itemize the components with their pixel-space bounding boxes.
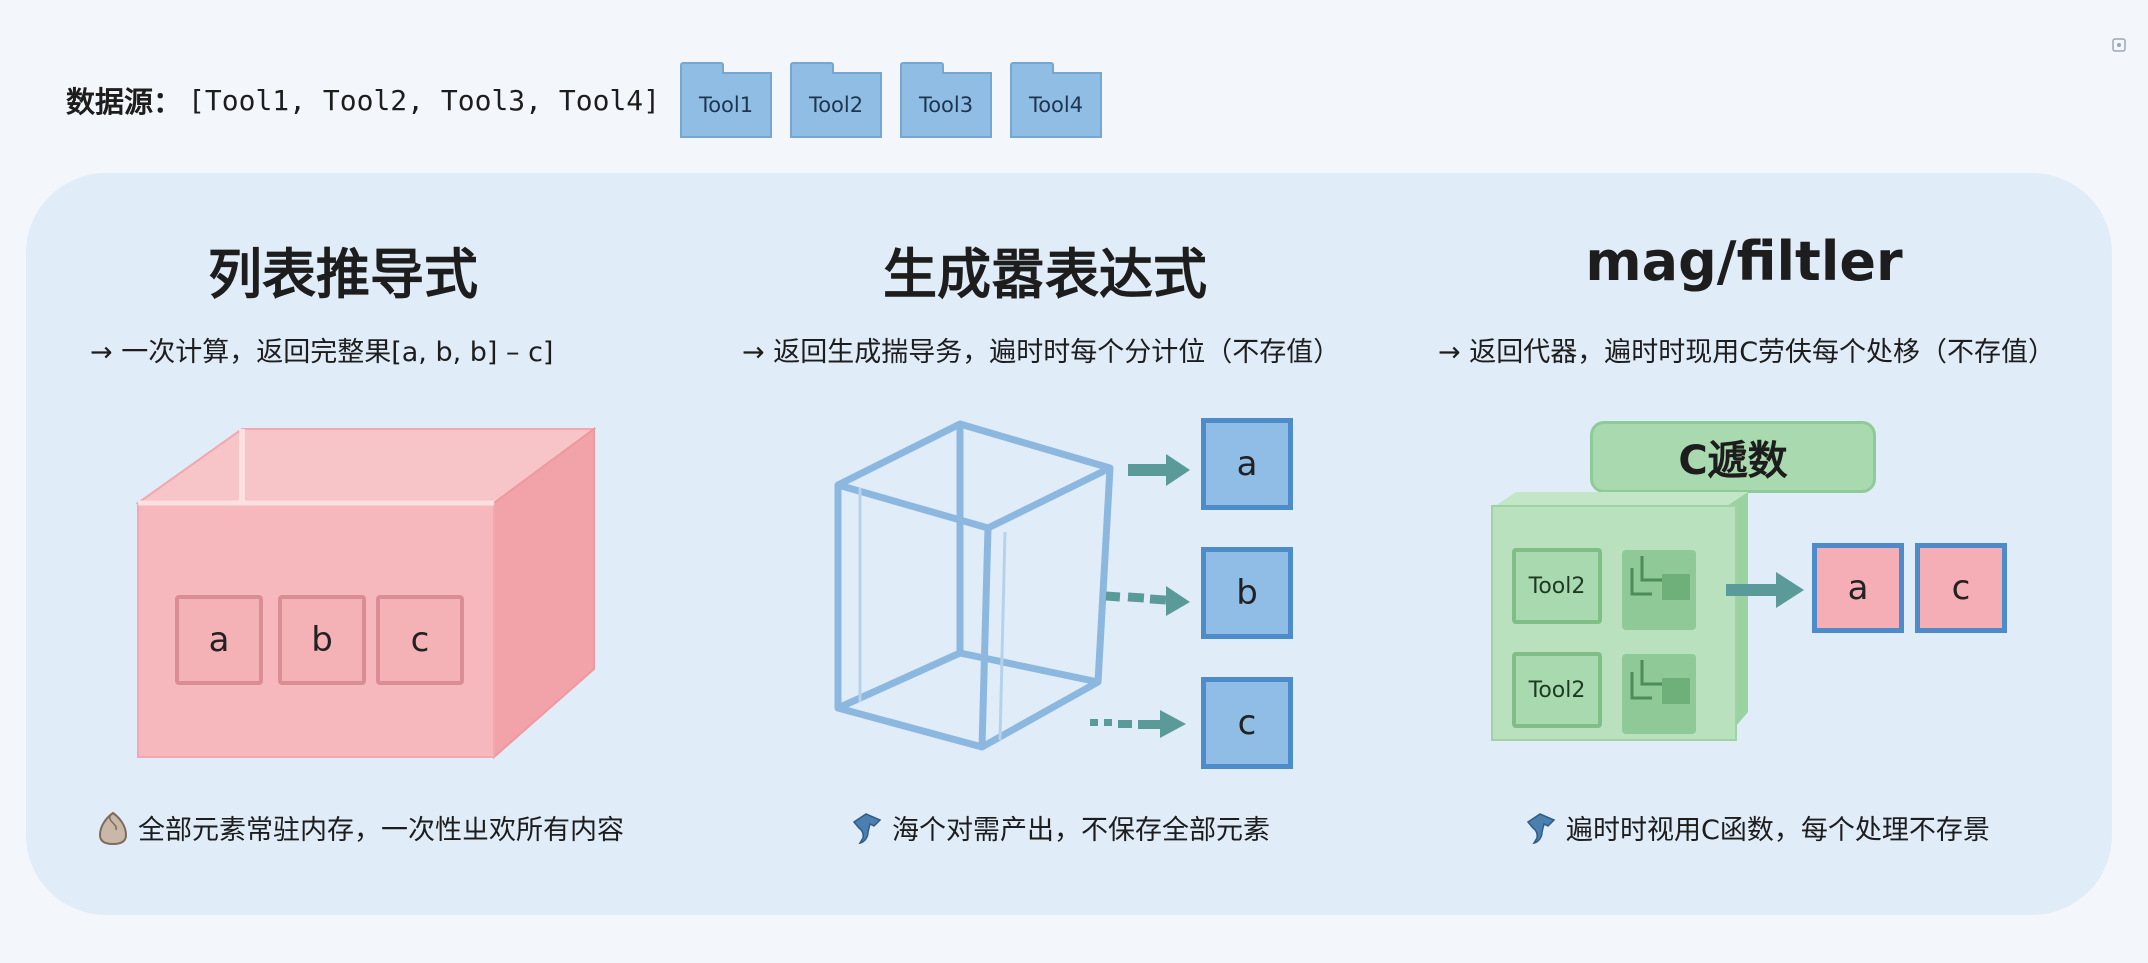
tool-chip-label: Tool3 [918,93,974,117]
list-item-a: a [175,595,263,685]
lazy-yield-icon [1526,812,1556,844]
generator-wireframe-cube [834,420,1114,751]
generator-item-b: b [1201,547,1293,639]
tool-chip-label: Tool2 [808,93,864,117]
output-item-a: a [1812,543,1904,633]
memory-blob-icon [98,811,128,845]
list-item-c: c [376,595,464,685]
tool-chip-label: Tool1 [698,93,754,117]
data-source-label: 数据源： [66,85,183,119]
footnote-text: 遍时时视用C函数，每个处理不存景 [1566,815,1990,846]
data-source-header: 数据源： [Tool1, Tool2, Tool3, Tool4] Tool1 … [66,60,1120,140]
map-filter-desc: → 返回代器，遍时时现用C劳伕每个处栘（不存值） [1438,337,2056,368]
list-comprehension-desc: → 一次计算，返回完整果[a, b, b] – c] [90,337,554,368]
tool-folder-chip: Tool4 [1010,62,1103,138]
generator-expression-title: 生成嚣表达式 [883,243,1207,306]
lazy-yield-icon [852,812,882,844]
output-arrow [1726,572,1804,608]
generator-expression-footnote: 海个对需产出，不保存全部元素 [850,808,1270,847]
map-filter-footnote: 遍时时视用C函数，每个处理不存景 [1524,808,1990,847]
folder-icon [1010,62,1055,74]
list-comprehension-footnote: 全部元素常驻内存，一次性ㄓ欢所有内容 [96,808,624,847]
data-source-list: [Tool1, Tool2, Tool3, Tool4] [188,83,661,117]
list-container-box [136,427,596,760]
folder-icon [900,62,945,74]
generator-item-a: a [1201,418,1293,510]
map-filter-title: mag/filtler [1585,230,1903,293]
tool-chip-label: Tool4 [1028,93,1084,117]
yield-arrows [1090,454,1190,738]
generator-expression-desc: → 返回生成揣导务，遍时时每个分计位（不存值） [742,337,1341,368]
c-function-box: C遞数 [1590,421,1876,493]
input-tool-cell: Tool2 [1512,652,1602,728]
tool-folder-chip: Tool3 [900,62,993,138]
folder-icon [790,62,835,74]
footnote-text: 全部元素常驻内存，一次性ㄓ欢所有内容 [138,815,624,846]
list-comprehension-title: 列表推导式 [208,243,478,306]
tool-folder-chip: Tool2 [790,62,883,138]
tool-folder-chips: Tool1 Tool2 Tool3 Tool4 [680,62,1120,138]
input-tool-cell: Tool2 [1512,548,1602,624]
output-item-c: c [1915,543,2007,633]
expand-icon[interactable] [2112,38,2126,52]
tool-folder-chip: Tool1 [680,62,773,138]
footnote-text: 海个对需产出，不保存全部元素 [892,815,1270,846]
list-item-b: b [278,595,366,685]
generator-item-c: c [1201,677,1293,769]
folder-icon [680,62,725,74]
